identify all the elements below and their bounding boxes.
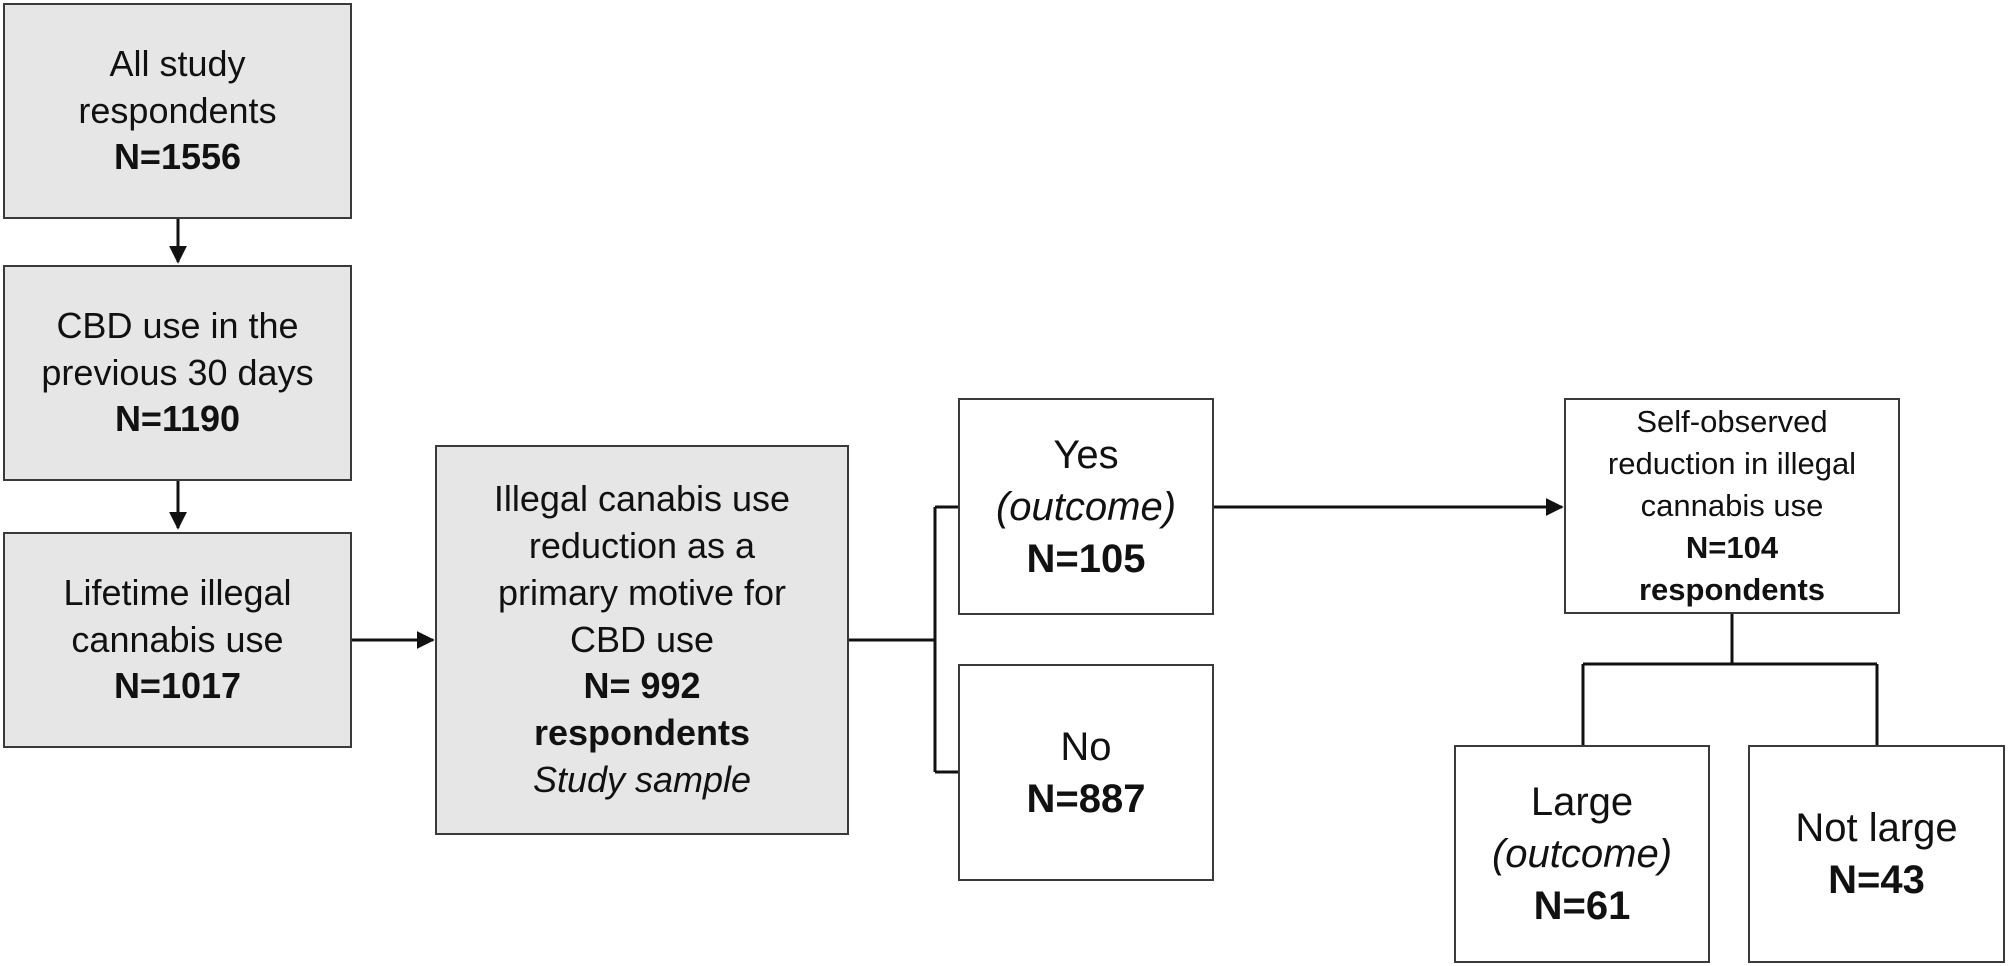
node-count: N=1556 <box>113 136 242 178</box>
node-count: N=887 <box>1026 776 1146 821</box>
node-label: Not large <box>1795 806 1958 850</box>
node-count: N=104 <box>1685 529 1779 565</box>
node-count: N=105 <box>1026 536 1146 581</box>
node-yes: Yes (outcome) N=105 <box>958 398 1214 615</box>
node-lifetime-illegal-use: Lifetime illegal cannabis use N=1017 <box>3 532 352 748</box>
node-cbd-use: CBD use in the previous 30 days N=1190 <box>3 265 352 481</box>
node-label-line: Illegal canabis use <box>493 478 791 520</box>
node-label-line: Lifetime illegal <box>63 571 292 613</box>
node-count: N=61 <box>1533 884 1631 928</box>
node-count: N=1190 <box>114 398 241 440</box>
node-label-line: previous 30 days <box>41 351 314 393</box>
node-self-observed-reduction: Self-observed reduction in illegal canna… <box>1564 398 1900 614</box>
node-label-line: reduction in illegal <box>1607 446 1857 482</box>
node-label-line: All study <box>109 42 246 84</box>
node-label-line: CBD use in the <box>56 304 299 346</box>
node-label: Large <box>1530 780 1634 824</box>
node-not-large: Not large N=43 <box>1748 745 2005 963</box>
node-unit: respondents <box>1638 571 1826 607</box>
node-label-line: primary motive for <box>497 571 787 613</box>
node-count: N=1017 <box>113 665 242 707</box>
node-all-respondents: All study respondents N=1556 <box>3 3 352 219</box>
node-no: No N=887 <box>958 664 1214 881</box>
node-label-line: reduction as a <box>528 525 756 566</box>
node-large: Large (outcome) N=61 <box>1454 745 1710 963</box>
node-tag: (outcome) <box>1491 832 1673 876</box>
node-count: N=43 <box>1828 858 1925 902</box>
node-label-line: Self-observed <box>1636 404 1828 440</box>
node-label-line: cannabis use <box>1640 488 1824 524</box>
node-label: Yes <box>1053 432 1119 477</box>
node-primary-motive: Illegal canabis use reduction as a prima… <box>435 445 849 835</box>
node-label-line: respondents <box>78 89 277 131</box>
node-unit: respondents <box>533 712 751 754</box>
node-label: No <box>1060 724 1112 769</box>
node-label-line: cannabis use <box>71 618 284 660</box>
node-tag: (outcome) <box>995 484 1177 529</box>
node-note: Study sample <box>532 758 752 800</box>
node-count: N= 992 <box>583 665 701 707</box>
node-label-line: CBD use <box>569 618 715 660</box>
